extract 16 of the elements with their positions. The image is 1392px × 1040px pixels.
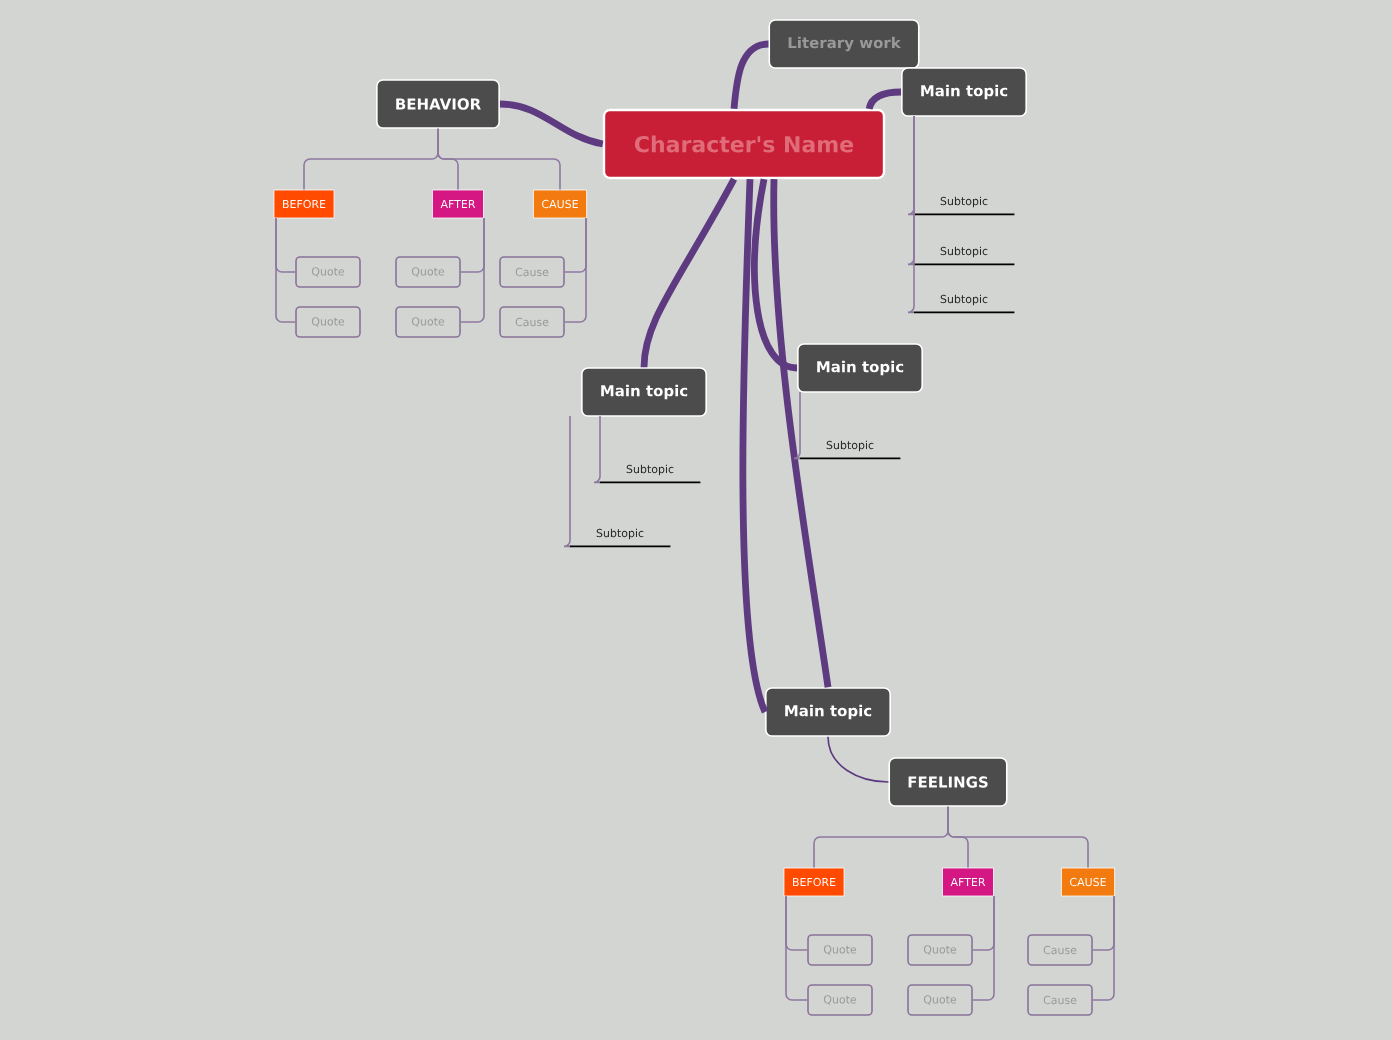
branch-line [865,88,902,110]
branch-line [751,178,798,372]
branch-line [907,115,915,314]
branch-line [739,179,769,714]
central-topic-box: Character's Name [602,108,886,180]
branch-line [593,415,601,484]
branch-line [770,179,832,688]
branch-line [827,736,890,783]
branch-line [563,415,571,548]
branch-line [793,391,801,460]
branch-line [947,806,1089,869]
branch-line [460,217,485,323]
branch-line [499,100,604,148]
branch-line [730,40,769,110]
branch-line [437,128,561,191]
branch-line [640,177,737,368]
